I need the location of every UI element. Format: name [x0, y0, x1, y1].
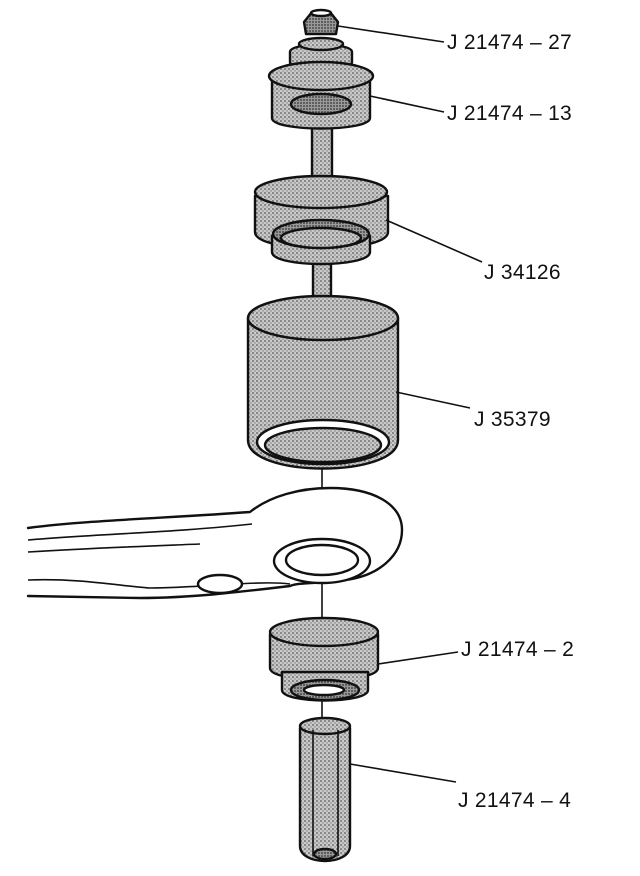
label-j21474-2: J 21474 – 2 — [461, 638, 574, 661]
label-j35379: J 35379 — [474, 408, 551, 431]
tool-j21474-27-nut — [302, 8, 340, 36]
label-j21474-4: J 21474 – 4 — [458, 789, 571, 812]
tool-j21474-4-driver — [298, 716, 352, 863]
control-arm — [26, 486, 404, 600]
label-j21474-27: J 21474 – 27 — [447, 31, 572, 54]
leader-lines — [337, 25, 483, 783]
tool-j21474-13 — [267, 36, 375, 130]
tool-j34126 — [253, 174, 390, 266]
tool-j35379-cup — [246, 294, 400, 470]
label-j21474-13: J 21474 – 13 — [447, 102, 572, 125]
tool-j21474-2 — [268, 616, 380, 702]
label-j34126: J 34126 — [484, 261, 561, 284]
